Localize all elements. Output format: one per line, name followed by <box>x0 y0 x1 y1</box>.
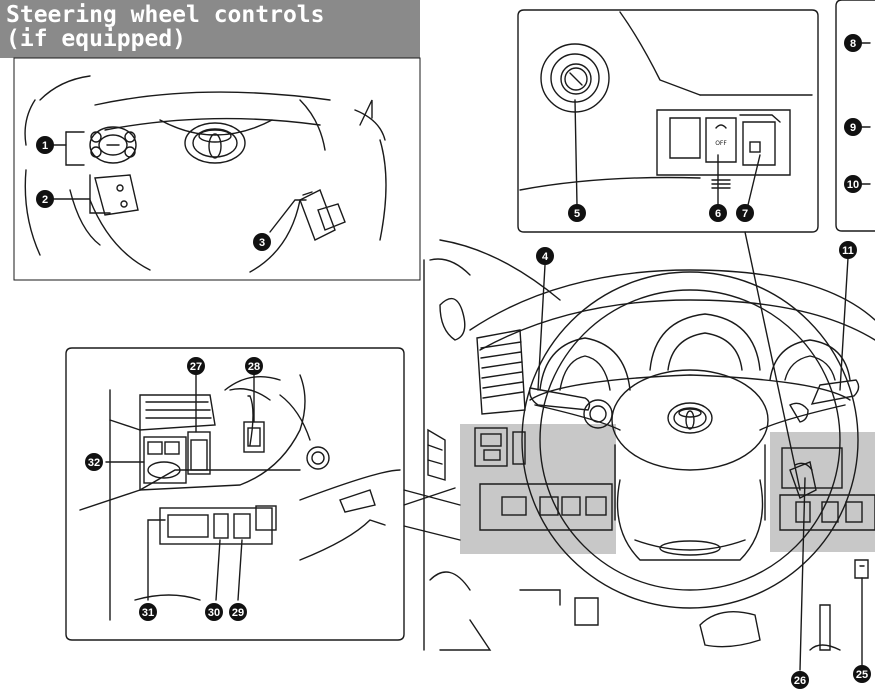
callout-4-label: 4 <box>542 251 549 263</box>
callout-9: 9 <box>844 118 862 136</box>
callout-25: 25 <box>853 665 871 683</box>
callout-29: 29 <box>229 603 247 621</box>
callout-28: 28 <box>245 357 263 375</box>
callout-11-label: 11 <box>842 245 854 257</box>
title-line-1: Steering wheel controls <box>6 2 325 28</box>
callout-32-label: 32 <box>88 457 100 469</box>
callout-4: 4 <box>536 247 554 265</box>
callout-1: 1 <box>36 136 54 154</box>
callout-25-label: 25 <box>856 669 868 681</box>
title-banner: Steering wheel controls (if equipped) <box>0 0 420 58</box>
callout-10: 10 <box>844 175 862 193</box>
callout-1-label: 1 <box>42 140 48 152</box>
callout-5-label: 5 <box>574 208 580 220</box>
callout-8-label: 8 <box>850 38 856 50</box>
callout-27-label: 27 <box>190 361 202 373</box>
callout-3: 3 <box>253 233 271 251</box>
callout-3-label: 3 <box>259 237 265 249</box>
callout-markers: 1 2 3 4 5 6 7 8 9 10 11 25 26 27 28 29 3… <box>36 34 871 689</box>
dashboard-view <box>403 231 875 671</box>
callout-27: 27 <box>187 357 205 375</box>
callout-32: 32 <box>85 453 103 471</box>
ignition-switch-inset: OFF <box>517 9 819 233</box>
callout-28-label: 28 <box>248 361 260 373</box>
callout-5: 5 <box>568 204 586 222</box>
callout-2-label: 2 <box>42 194 48 206</box>
callout-31: 31 <box>139 603 157 621</box>
switch-panel-inset <box>65 347 456 641</box>
callout-10-label: 10 <box>847 179 859 191</box>
steering-wheel-inset <box>13 57 421 281</box>
callout-2: 2 <box>36 190 54 208</box>
callout-30-label: 30 <box>208 607 220 619</box>
callout-31-label: 31 <box>142 607 154 619</box>
callout-7-label: 7 <box>742 208 748 220</box>
callout-29-label: 29 <box>232 607 244 619</box>
callout-6-label: 6 <box>715 208 721 220</box>
svg-text:OFF: OFF <box>715 140 727 147</box>
right-edge-inset <box>835 0 875 232</box>
callout-30: 30 <box>205 603 223 621</box>
callout-11: 11 <box>839 241 857 259</box>
callout-26: 26 <box>791 671 809 689</box>
callout-9-label: 9 <box>850 122 856 134</box>
callout-6: 6 <box>709 204 727 222</box>
title-line-2: (if equipped) <box>6 26 187 52</box>
callout-26-label: 26 <box>794 675 806 687</box>
callout-7: 7 <box>736 204 754 222</box>
callout-8: 8 <box>844 34 862 52</box>
